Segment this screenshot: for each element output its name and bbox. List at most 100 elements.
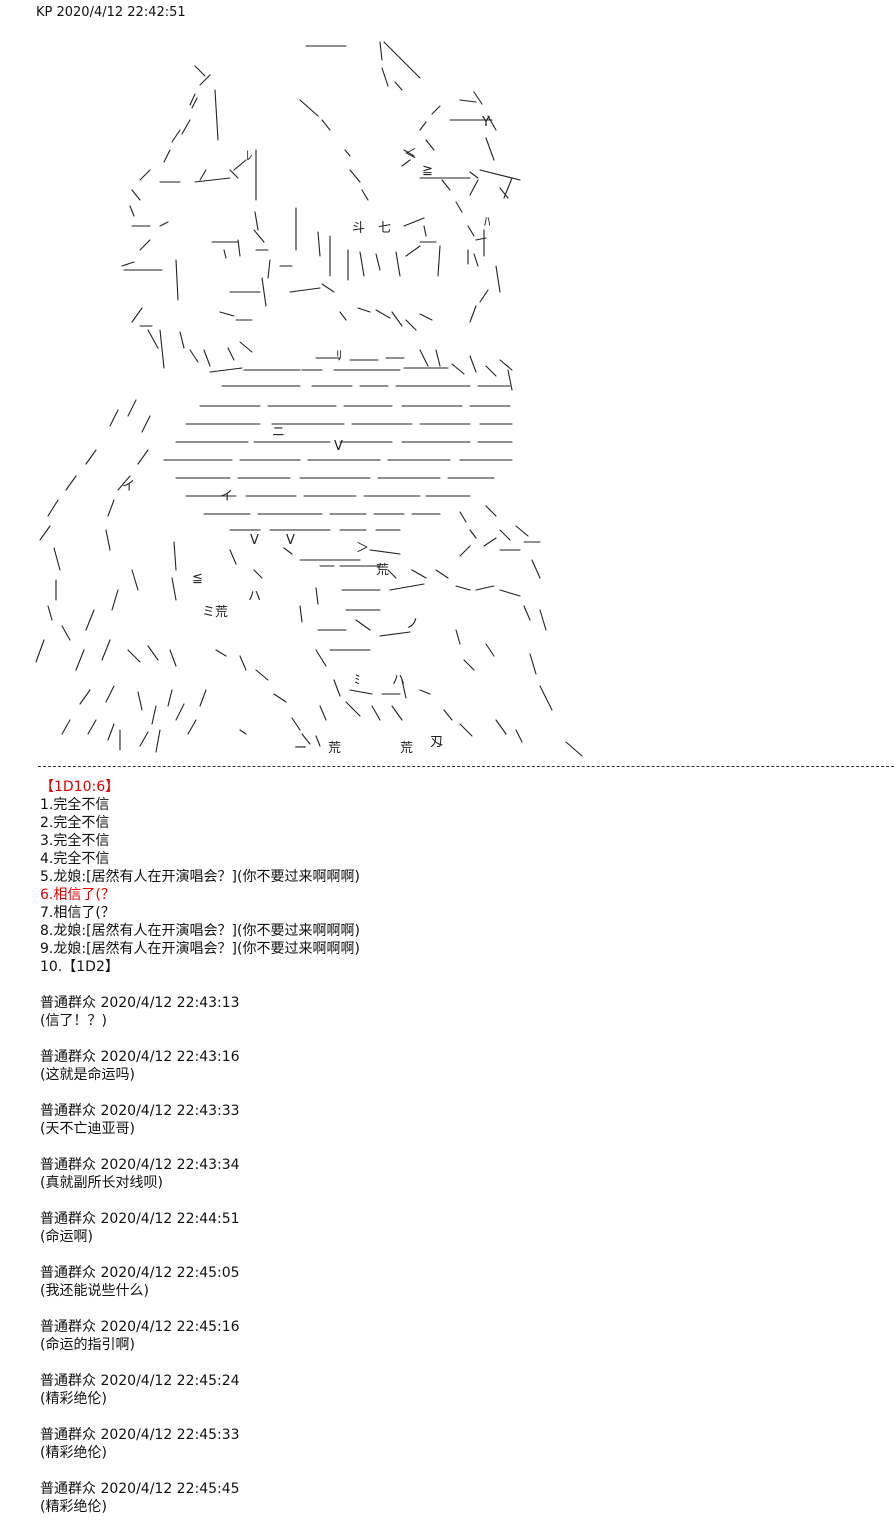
art-stroke (455, 585, 547, 631)
comment-text: (真就副所长对线呗) (40, 1175, 163, 1191)
comment-text: (命运的指引啊) (40, 1337, 135, 1353)
separator-line (38, 766, 894, 767)
art-glyph: ﾚ (246, 149, 253, 164)
art-stroke (39, 399, 137, 541)
comment-text: (精彩绝伦) (40, 1445, 107, 1461)
art-stroke (219, 277, 335, 321)
art-glyph: 荒 (328, 741, 341, 756)
art-stroke (175, 689, 321, 747)
art-stroke (131, 307, 165, 369)
art-glyph: イ (122, 479, 135, 494)
art-glyph: Y (481, 115, 490, 130)
art-stroke (315, 349, 441, 367)
option-item-3: 3.完全不信 (40, 833, 110, 849)
art-glyph: V (250, 533, 259, 548)
comment-author: 普通群众 2020/4/12 22:43:33 (40, 1103, 240, 1119)
art-stroke (425, 139, 487, 241)
art-stroke (129, 169, 239, 217)
comment-text: (精彩绝伦) (40, 1391, 107, 1407)
art-stroke (319, 565, 449, 579)
art-stroke (179, 331, 253, 367)
art-stroke (229, 547, 401, 579)
option-item-9: 9.龙娘:[居然有人在开演唱会？](你不要过来啊啊啊) (40, 941, 360, 957)
comment-author: 普通群众 2020/4/12 22:45:33 (40, 1427, 240, 1443)
art-stroke (121, 221, 179, 301)
art-glyph: ≧ (422, 163, 433, 178)
art-glyph: ニ (272, 425, 285, 440)
comment-text: (我还能说些什么) (40, 1283, 149, 1299)
art-glyph: ハ (248, 589, 261, 604)
art-stroke (85, 541, 177, 631)
art-stroke (419, 91, 497, 161)
art-glyph: 荒 (400, 741, 413, 756)
art-glyph: ＞ (356, 541, 369, 556)
comment-author: 普通群众 2020/4/12 22:45:24 (40, 1373, 240, 1389)
option-item-1: 1.完全不信 (40, 797, 110, 813)
comment-author: 普通群众 2020/4/12 22:45:16 (40, 1319, 240, 1335)
option-item-10: 10.【1D2】 (40, 959, 119, 975)
dice-result: 【1D10:6】 (40, 779, 120, 795)
art-glyph: 刄 (430, 735, 443, 750)
art-stroke (299, 583, 425, 623)
art-stroke (253, 149, 297, 251)
art-stroke (171, 65, 219, 143)
art-glyph: ＜ (404, 147, 417, 162)
comment-author: 普通群众 2020/4/12 22:44:51 (40, 1211, 240, 1227)
art-stroke (459, 537, 541, 579)
art-stroke (333, 679, 431, 699)
comment-text: (信了！？) (40, 1013, 107, 1029)
art-glyph: ≦ (192, 571, 203, 586)
art-glyph: ー (294, 741, 307, 756)
comment-author: 普通群众 2020/4/12 22:43:34 (40, 1157, 240, 1173)
art-stroke (319, 701, 403, 721)
art-stroke (469, 229, 501, 323)
option-item-4: 4.完全不信 (40, 851, 110, 867)
comment-author: 普通群众 2020/4/12 22:43:16 (40, 1049, 240, 1065)
art-stroke (79, 685, 173, 725)
art-stroke (469, 355, 513, 391)
art-glyph: イ (220, 489, 233, 504)
art-stroke (305, 41, 421, 91)
comment-author: 普通群众 2020/4/12 22:45:05 (40, 1265, 240, 1281)
option-item-8: 8.龙娘:[居然有人在开演唱会？](你不要过来啊啊啊) (40, 923, 360, 939)
art-stroke (299, 99, 369, 201)
comment-text: (命运啊) (40, 1229, 93, 1245)
option-item-6-selected: 6.相信了(？ (40, 887, 115, 903)
art-stroke (339, 307, 433, 331)
comment-text: (天不亡迪亚哥) (40, 1121, 135, 1137)
art-stroke (215, 649, 301, 731)
art-stroke (105, 415, 151, 551)
art-stroke (317, 231, 401, 281)
art-stroke (315, 619, 411, 667)
art-glyph: ﾐ (354, 673, 361, 688)
art-glyph: 斗 (352, 221, 365, 236)
art-stroke (401, 149, 521, 199)
art-stroke (443, 709, 583, 757)
art-glyph: ハ (392, 673, 405, 688)
comment-text: (精彩绝伦) (40, 1499, 107, 1515)
comment-text: (这就是命运吗) (40, 1067, 135, 1083)
art-glyph: ミ荒 (202, 605, 228, 620)
art-glyph: V (334, 439, 343, 454)
art-stroke (163, 149, 247, 181)
option-item-5: 5.龙娘:[居然有人在开演唱会？](你不要过来啊啊啊) (40, 869, 360, 885)
option-item-7: 7.相信了(？ (40, 905, 115, 921)
art-glyph: ﾊ (484, 215, 491, 230)
option-item-2: 2.完全不信 (40, 815, 110, 831)
art-stroke (209, 363, 465, 375)
art-stroke (75, 639, 177, 671)
art-glyph: ﾘ (336, 349, 343, 364)
art-glyph: 荒 (376, 563, 389, 578)
art-glyph: ノ (406, 617, 419, 632)
post-header: KP 2020/4/12 22:42:51 (36, 5, 186, 20)
art-stroke (61, 719, 161, 753)
art-stroke (459, 505, 529, 541)
comment-author: 普通群众 2020/4/12 22:43:13 (40, 995, 240, 1011)
comment-author: 普通群众 2020/4/12 22:45:45 (40, 1481, 240, 1497)
art-stroke (35, 547, 71, 663)
art-stroke (455, 629, 553, 711)
art-glyph: 七 (378, 221, 391, 236)
art-stroke (403, 217, 479, 277)
